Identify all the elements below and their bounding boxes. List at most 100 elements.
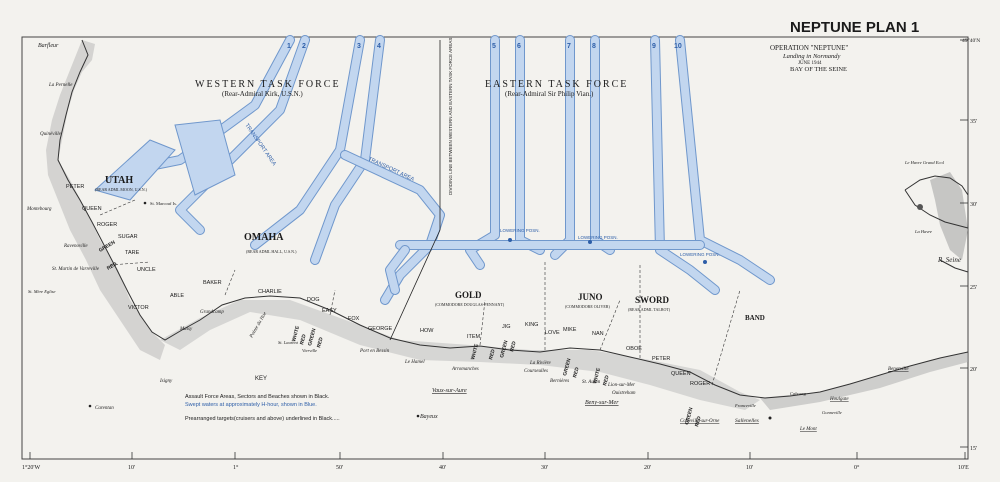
eastern-task-force-title: EASTERN TASK FORCE <box>485 79 628 90</box>
longitude-label: 10' <box>128 465 135 471</box>
legend-line-black: Assault Force Areas, Sectors and Beaches… <box>185 394 330 400</box>
latitude-label: 20' <box>970 367 977 373</box>
place-label: Vaux-sur-Aure <box>432 388 467 394</box>
longitude-label: 1°20'W <box>22 464 40 471</box>
sector-label: BAKER <box>203 280 222 286</box>
latitude-label: 35' <box>970 119 977 125</box>
assault-force-omaha: OMAHA <box>244 232 284 243</box>
place-label: La Havre <box>914 229 932 234</box>
sector-label: VICTOR <box>128 305 149 311</box>
beach-label: RED <box>316 336 325 348</box>
place-label: Barfleur <box>38 42 59 49</box>
channel-number: 9 <box>652 43 656 50</box>
sector-label: DOG <box>307 297 320 303</box>
place-label: Sallenelles <box>735 418 759 424</box>
lowering-position-marker <box>703 260 707 264</box>
latitude-label: 49°40'N <box>962 37 980 44</box>
assault-force-gold-commander: (COMMODORE DOUGLAS-PENNANT) <box>435 302 505 307</box>
sector-label: PETER <box>66 184 84 190</box>
sector-label: ROGER <box>690 381 710 387</box>
dividing-line-label: DIVIDING LINE BETWEEN WESTERN AND EASTER… <box>448 38 453 195</box>
place-label: Colleville-sur-Orne <box>680 419 720 424</box>
dividing-line-lower <box>389 229 441 341</box>
sector-label: SUGAR <box>118 234 138 240</box>
place-label: Le Hamel <box>404 360 425 365</box>
beach-label: WHITE <box>470 343 480 361</box>
place-label: Lion-sur-Mer <box>607 383 635 388</box>
western-task-force-title: WESTERN TASK FORCE <box>195 79 341 90</box>
channel-number: 8 <box>592 43 596 50</box>
channel-number: 5 <box>492 43 496 50</box>
sector-label: HOW <box>420 328 434 334</box>
sector-label: FOX <box>348 316 360 322</box>
place-label: Isigny <box>159 379 173 384</box>
beach-label: GREEN <box>562 357 572 376</box>
place-label: Bernières <box>550 379 569 384</box>
legend-line-targets: Prearranged targets(cruisers and above) … <box>185 416 340 422</box>
sector-label: QUEEN <box>671 371 691 377</box>
place-label: R. Seine <box>937 256 961 264</box>
assault-force-band: BAND <box>745 314 765 322</box>
place-label: Gonneville <box>822 410 842 415</box>
place-label: Courseulles <box>524 369 548 374</box>
sector-dividers <box>99 199 741 386</box>
channel-number: 1 <box>287 43 291 50</box>
place-names: Barfleur La Pernelle Quinéville Montebou… <box>26 42 961 432</box>
place-label: Houlgate <box>829 397 849 402</box>
town-markers <box>88 201 923 420</box>
place-label: St. Marcouf Is. <box>150 201 177 206</box>
sector-label: ABLE <box>170 293 184 299</box>
place-label: Port en Bessin <box>359 349 390 354</box>
place-label: Ravenoville <box>63 244 88 249</box>
assault-force-sword: SWORD <box>635 295 670 305</box>
place-label: St. Martin de Varreville <box>52 267 100 272</box>
key-title: KEY <box>255 376 267 382</box>
lowering-position-label: LOWERING POSN. <box>578 235 618 240</box>
longitude-label: 1° <box>233 464 239 471</box>
place-label: Le Havre Grand Ecol <box>904 160 945 165</box>
beach-label: GREEN <box>499 339 509 358</box>
sector-label: KING <box>525 322 538 328</box>
sector-label: EASY <box>322 308 337 314</box>
lowering-position-marker <box>588 240 592 244</box>
assault-force-omaha-commander: (REAR ADML HALL, U.S.N.) <box>246 249 297 255</box>
place-label: La Pernelle <box>48 83 73 88</box>
coastline <box>57 39 969 399</box>
beach-label: RED <box>572 366 581 378</box>
assault-force-juno-commander: (COMMODORE OLIVER) <box>565 304 610 309</box>
place-label: Montebourg <box>26 207 52 212</box>
land-shading <box>46 40 968 410</box>
sector-label: MIKE <box>563 327 577 333</box>
assault-force-utah: UTAH <box>105 175 133 186</box>
place-label: Le Mont <box>799 427 817 432</box>
place-label: Benerville <box>888 367 909 372</box>
beach-label: RED <box>106 261 118 272</box>
place-label: St. Laurent <box>278 340 299 345</box>
beach-label: RED <box>299 333 308 345</box>
place-label: St. Mère Eglise <box>28 289 55 294</box>
place-label: Vierville <box>302 348 317 353</box>
place-label: Grandcamp <box>200 310 224 315</box>
assault-force-juno: JUNO <box>578 292 603 302</box>
place-label: Beny-sur-Mer <box>585 400 619 406</box>
latitude-scale: 49°40'N 35' 30' 25' 20' 15' <box>960 37 980 452</box>
beach-label: RED <box>602 374 611 386</box>
sector-label: PETER <box>652 356 670 362</box>
sector-label: CHARLIE <box>258 289 282 295</box>
sector-label: LOVE <box>545 330 560 336</box>
longitude-label: 50' <box>336 465 343 471</box>
channel-number: 7 <box>567 43 571 50</box>
assault-force-utah-commander: (REAR ADML MOON, U.S.N.) <box>95 187 148 193</box>
western-task-force-commander: (Rear-Admiral Kirk, U.S.N.) <box>222 90 303 98</box>
sector-labels: PETER QUEEN ROGER SUGAR TARE UNCLE VICTO… <box>66 184 710 387</box>
place-label: Quinéville <box>40 132 62 137</box>
operation-area: BAY OF THE SEINE <box>790 66 847 73</box>
latitude-label: 30' <box>970 202 977 208</box>
lowering-position-label: LOWERING POSN. <box>500 228 540 233</box>
longitude-scale: 1°20'W 10' 1° 50' 40' 30' 20' 10' 0° 10'… <box>22 452 969 471</box>
place-label: Franceville <box>734 403 756 408</box>
sector-label: QUEEN <box>82 206 102 212</box>
lowering-position-label: LOWERING POSN. <box>680 252 720 257</box>
channel-number-labels: 1 2 3 4 5 6 7 8 9 10 <box>287 43 682 50</box>
beach-label: GREEN <box>684 406 694 425</box>
